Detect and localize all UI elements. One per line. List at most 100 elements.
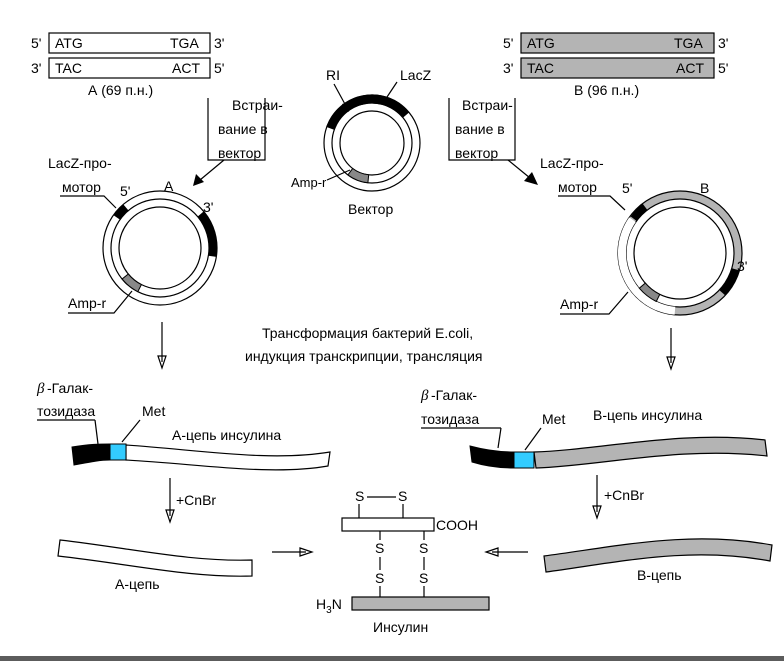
insertion-left: Встраи- вание в вектор [193,97,283,186]
down-arrow-right [666,328,676,371]
insertion-right-line3: вектор [455,145,498,161]
insulin-s-inter-2b: S [419,570,428,586]
plasmid-a-ring-middle [110,198,210,298]
fusion-b-gal-band [469,445,515,469]
fusion-b-gal-pointer [497,427,502,449]
plasmid-b-promoter-line1: LacZ-про- [540,155,604,171]
chain-a-free: А-цепь [57,539,253,592]
fusion-a-chain-label: А-цепь инсулина [172,427,281,443]
fusion-b-chain-label: В-цепь инсулина [593,407,702,423]
plasmid-b-promoter-line2: мотор [558,179,597,195]
plasmid-a-promoter-pointer [60,195,117,209]
gene-b: 5' ATG TGA 3' 3' TAC ACT 5' В (96 п.н.) [503,32,728,98]
fusion-b-met-block [513,451,535,469]
chain-b-label: В-цепь [637,567,682,583]
plasmid-b-amp-segment [638,282,661,303]
insulin: S S S S S S COOH H3N Инсулин [316,488,490,635]
gene-a-bot-start: TAC [55,60,82,76]
gene-a-top-strand [48,32,211,54]
insulin-h3n: H3N [316,596,342,616]
vector-ri-arrowhead [342,102,350,112]
gene-b-top-end: TGA [674,35,703,51]
plasmid-b-vector-lane [617,217,676,315]
plasmid-a-promoter-segment [113,204,129,220]
gene-a-top-5prime: 5' [31,35,41,51]
fusion-b-met-pointer [524,427,542,451]
insertion-right: Встраи- вание в вектор [448,97,538,185]
fusion-a-gal-line1: -Галак- [47,380,93,396]
vector-amp-pointer [326,169,351,181]
plasmid-b-letter: В [700,180,709,196]
plasmid-b-amp-pointer [560,291,629,315]
chain-b-band [543,538,773,573]
vector-amp-label: Amp-r [291,175,327,190]
vector-lacz-pointer [384,81,398,101]
bottom-strip [0,656,784,661]
fusion-b-beta: β [420,388,429,404]
arrow-to-insulin-right [484,547,528,557]
insulin-b-chain [351,596,490,611]
plasmid-b-ring-inner [633,206,727,300]
gene-a-bot-3prime: 3' [31,60,41,76]
insulin-cooh: COOH [436,517,478,533]
cnbr-label-right: +CnBr [604,487,644,503]
insulin-s-inter-2a: S [419,540,428,556]
fusion-a-gal-pointer [94,419,99,445]
insulin-s-inter-1a: S [375,540,384,556]
vector-ring-inner [339,110,405,176]
gene-b-top-3prime: 3' [718,35,728,51]
gene-b-top-start: ATG [527,35,555,51]
vector-plasmid: RI LacZ Amp-r Вектор [291,67,432,217]
plasmid-a-amp-pointer [68,290,133,314]
vector-ri-pointer [333,83,347,107]
gene-b-bot-start: TAC [527,60,554,76]
plasmid-b-insert-segment [719,268,740,296]
transformation-line2: индукция транскрипции, трансляция [245,348,483,364]
plasmid-b-promoter-pointer [558,195,626,211]
down-arrow-left [157,322,167,370]
gene-a-bot-5prime: 5' [214,60,224,76]
plasmid-a-ring-inner [118,206,202,290]
insulin-n: N [332,596,342,612]
gene-a: 5' ATG TGA 3' 3' TAC ACT 5' А (69 п.н.) [31,32,224,98]
gene-b-top-strand [520,32,715,54]
insertion-right-arrow-shaft [507,159,531,179]
fusion-a: β -Галак- тозидаза Met А-цепь инсулина [36,380,331,471]
fusion-a-met: Met [142,403,165,419]
cnbr-arrow-left: +CnBr [165,478,216,524]
gene-b-bot-3prime: 3' [503,60,513,76]
cnbr-arrow-right: +CnBr [592,475,644,520]
plasmid-b: LacZ-про- мотор 5' В 3' Amp-r [540,155,747,316]
gene-b-caption: В (96 п.н.) [574,82,639,98]
fusion-b-met: Met [542,411,565,427]
fusion-a-chain-band [125,444,331,471]
gene-a-caption: А (69 п.н.) [88,82,153,98]
insertion-right-line1: Встраи- [462,97,513,113]
gene-a-bot-end: ACT [172,60,200,76]
chain-a-label: А-цепь [115,576,160,592]
plasmid-a: LacZ-про- мотор 5' А 3' Amp-r [48,155,218,314]
insulin-caption: Инсулин [373,619,428,635]
fusion-b-gal-line2: тозидаза [421,411,479,427]
plasmid-b-3prime: 3' [737,258,747,274]
gene-a-top-end: TGA [170,35,199,51]
insertion-left-bracket [207,98,266,161]
insulin-s-intra-left: S [355,488,364,504]
insertion-left-line1: Встраи- [232,97,283,113]
insertion-left-arrow-shaft [199,159,225,181]
vector-ri-label: RI [326,67,340,83]
insertion-left-arrowhead [193,174,204,186]
insulin-s-inter-1b: S [375,570,384,586]
gene-b-bot-5prime: 5' [718,60,728,76]
plasmid-a-promoter-line2: мотор [62,179,101,195]
gene-a-top-3prime: 3' [214,35,224,51]
gene-a-top-start: ATG [55,35,83,51]
fusion-a-gal-band [71,443,111,466]
vector-caption: Вектор [348,201,393,217]
fusion-a-gal-line2: тозидаза [37,403,95,419]
insertion-left-line3: вектор [218,145,261,161]
gene-b-bottom-strand [520,57,715,79]
insertion-right-arrowhead [524,172,538,185]
gene-a-bottom-strand [48,57,211,79]
